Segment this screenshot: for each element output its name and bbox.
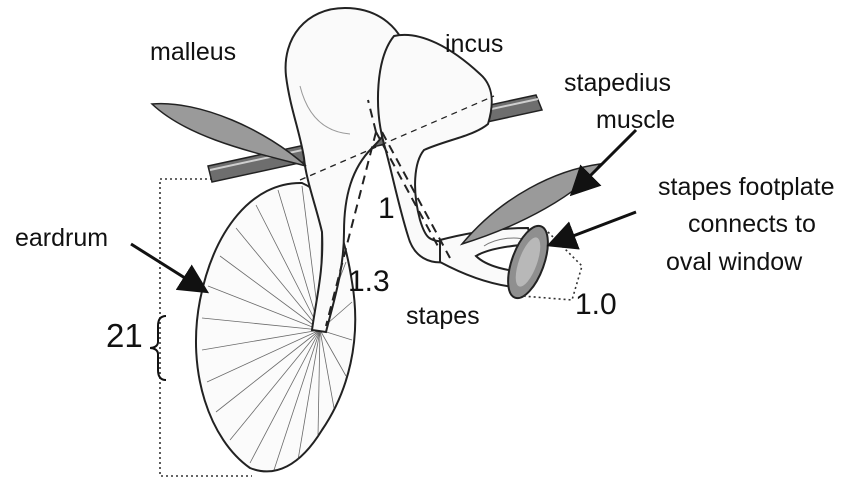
label-footplate-line3: oval window: [666, 248, 803, 276]
label-incus: incus: [445, 30, 503, 58]
tensor-tympani-muscle: [152, 104, 306, 166]
eardrum-arrow: [131, 244, 204, 290]
label-malleus: malleus: [150, 38, 236, 66]
ratio-footplate-area: 1.0: [575, 288, 617, 321]
ratio-eardrum-area: 21: [106, 317, 143, 354]
footplate-arrow: [552, 212, 636, 244]
label-stapedius-line2: muscle: [596, 106, 675, 134]
label-footplate-line2: connects to: [688, 210, 816, 238]
label-footplate-line1: stapes footplate: [658, 173, 835, 201]
ratio-malleus-lever: 1.3: [348, 265, 390, 298]
eardrum-area-brace: [150, 316, 166, 380]
stapedius-arrow: [574, 130, 636, 192]
label-stapes: stapes: [406, 302, 480, 330]
ratio-incus-lever: 1: [378, 192, 395, 225]
label-eardrum: eardrum: [15, 224, 108, 252]
label-stapedius-line1: stapedius: [564, 69, 671, 97]
